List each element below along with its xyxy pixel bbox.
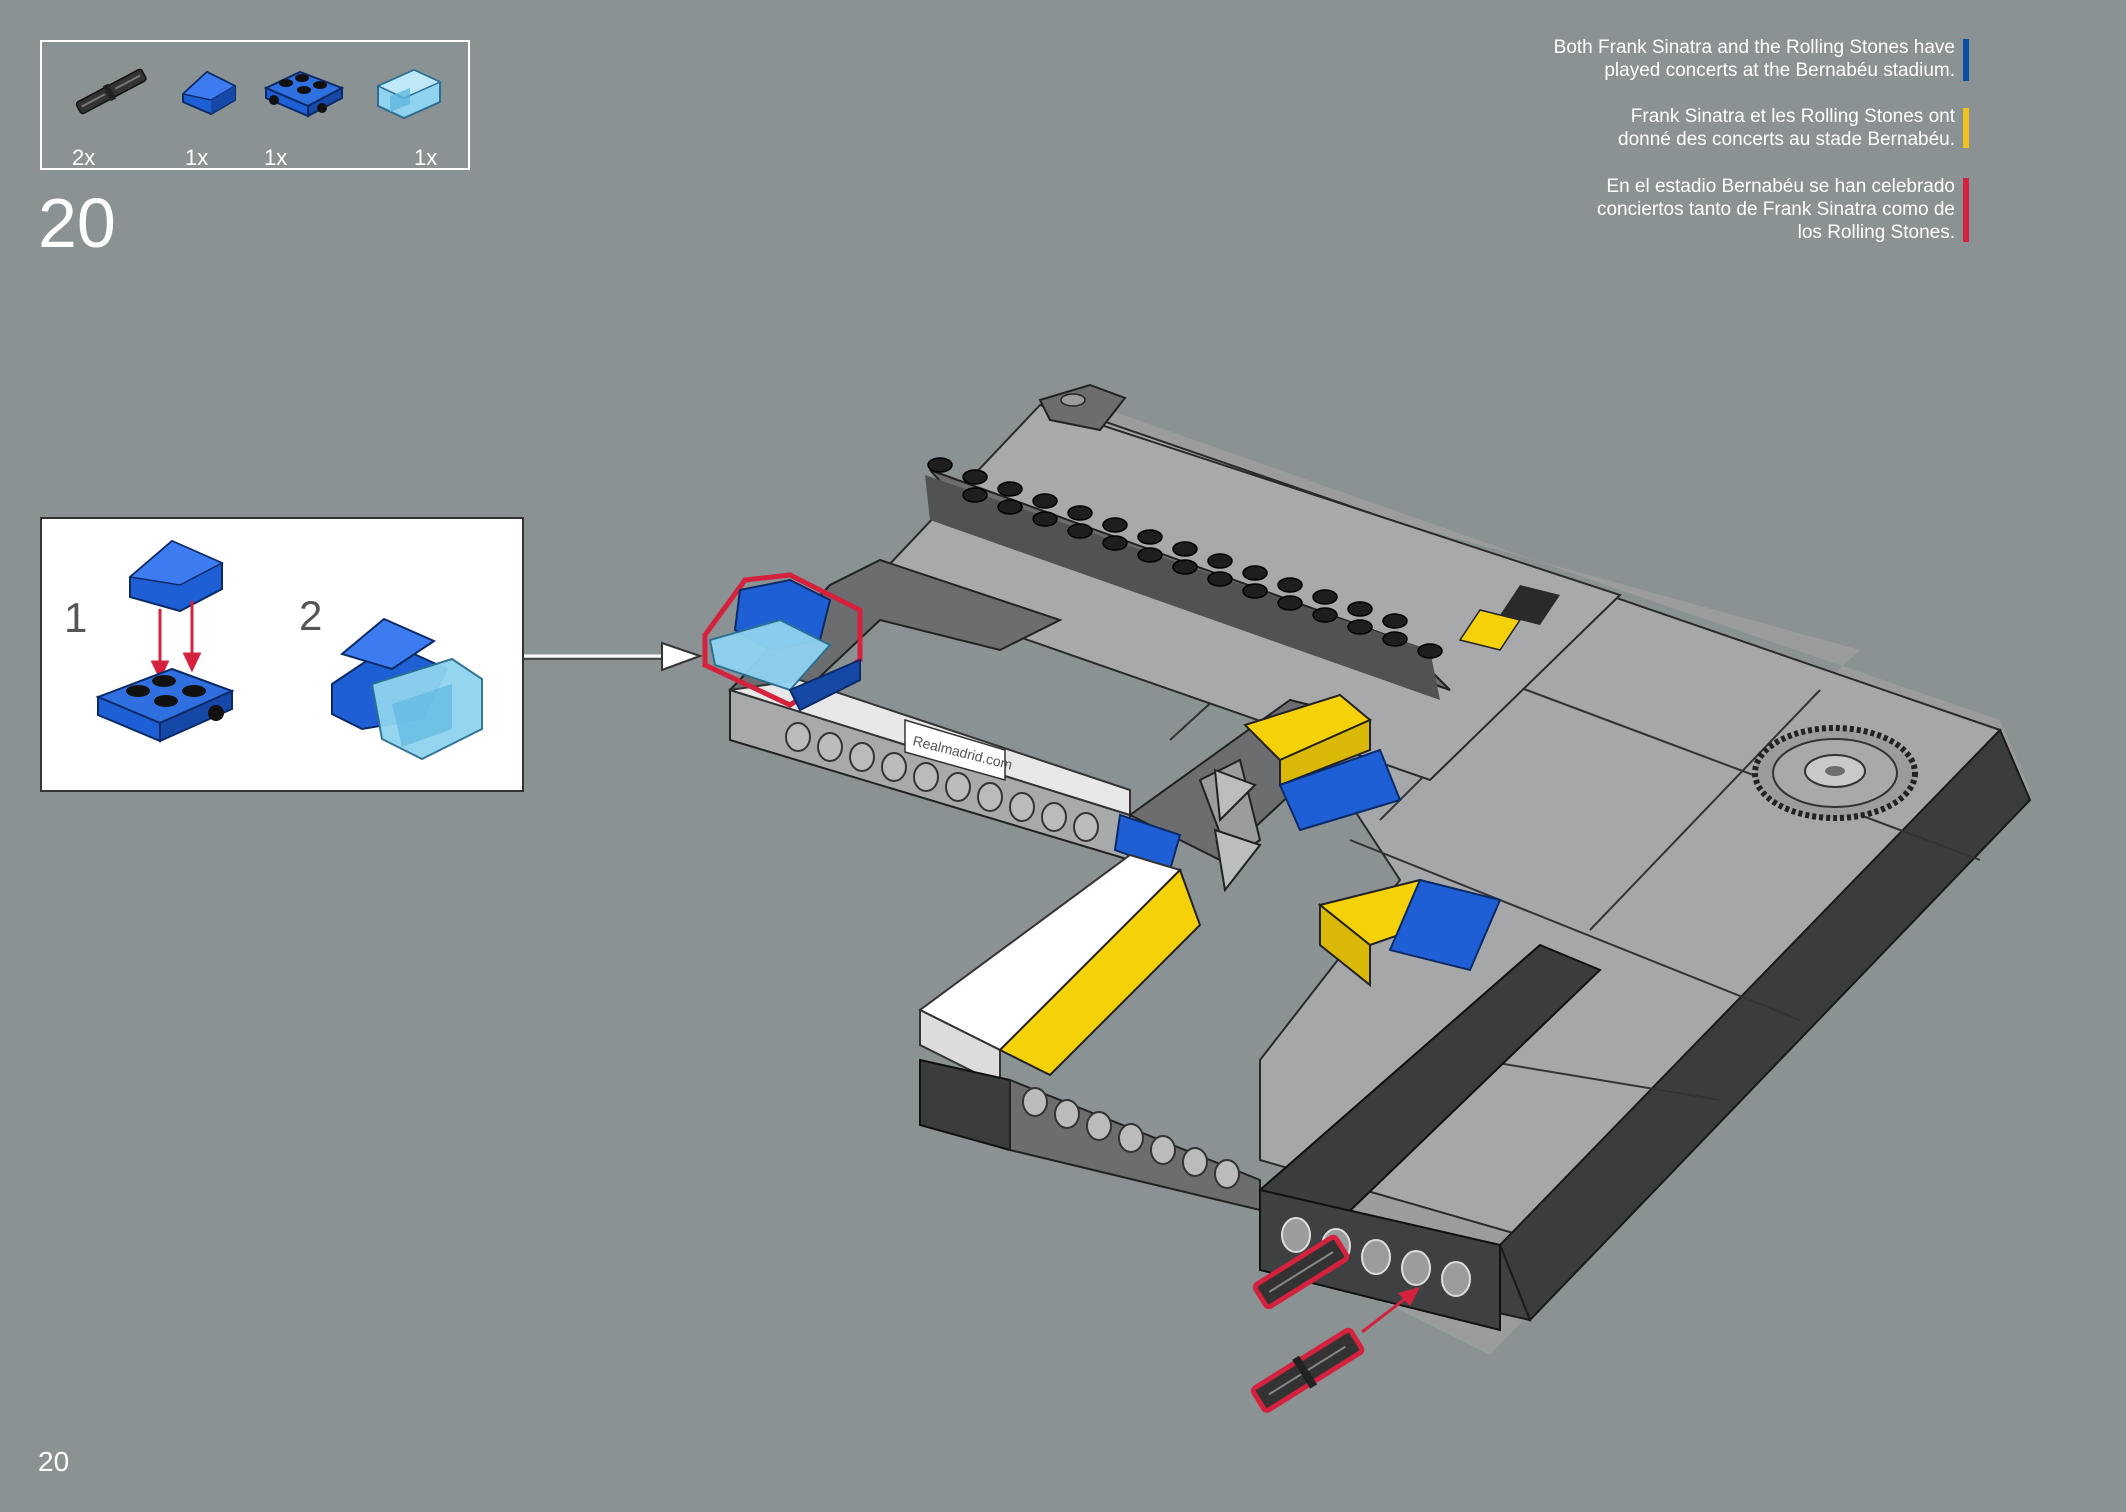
part-item: 1x [370, 56, 450, 170]
language-color-bar [1963, 108, 1969, 148]
front-left-wing [918, 853, 1261, 1212]
substep-number: 1 [64, 594, 88, 641]
language-color-bar [1963, 178, 1969, 242]
fact-spanish: En el estadio Bernabéu se han celebrado … [1597, 175, 1969, 244]
blue-plate-with-pins-icon [263, 70, 345, 118]
trans-light-blue-panel-icon [376, 68, 442, 120]
blue-plate-with-pins-icon [95, 667, 235, 743]
part-quantity: 1x [185, 145, 209, 170]
part-quantity: 2x [72, 145, 96, 170]
part-quantity: 1x [264, 145, 288, 170]
fact-french: Frank Sinatra et les Rolling Stones ont … [1618, 105, 1969, 151]
language-color-bar [1963, 39, 1969, 81]
black-axle-pin-icon [75, 68, 147, 115]
step-number: 20 [38, 184, 116, 262]
fact-english: Both Frank Sinatra and the Rolling Stone… [1554, 36, 1969, 82]
highlighted-axle-pins [1250, 1234, 1420, 1413]
red-arrows [150, 601, 202, 681]
part-item: 1x [177, 56, 247, 170]
fact-line: donné des concerts au stade Bernabéu. [1618, 129, 1955, 150]
part-item: 1x [260, 56, 350, 170]
fact-line: played concerts at the Bernabéu stadium. [1604, 60, 1955, 81]
blue-slope-brick-icon [128, 539, 224, 613]
callout-arrow [524, 641, 703, 672]
page-number: 20 [38, 1446, 70, 1477]
black-studded-rail [927, 457, 1443, 659]
fact-line: conciertos tanto de Frank Sinatra como d… [1596, 199, 1955, 220]
parts-list: 2x 1x 1x [40, 40, 470, 170]
fact-line: los Rolling Stones. [1797, 222, 1955, 243]
highlighted-new-bricks [702, 572, 863, 712]
assembled-subassembly-icon [331, 617, 483, 761]
back-corner-bricks [1038, 383, 1127, 432]
center-structure [1113, 693, 1502, 988]
part-quantity: 1x [414, 145, 438, 170]
subassembly-illustration [95, 539, 483, 761]
substep-number: 2 [299, 592, 323, 639]
subassembly-box: 1 2 [40, 517, 524, 792]
fact-line: Frank Sinatra et les Rolling Stones ont [1630, 106, 1955, 127]
fact-line: Both Frank Sinatra and the Rolling Stone… [1553, 37, 1955, 58]
blue-slope-brick-icon [181, 70, 237, 116]
part-item: 2x [66, 56, 156, 170]
fact-line: En el estadio Bernabéu se han celebrado [1606, 176, 1955, 197]
